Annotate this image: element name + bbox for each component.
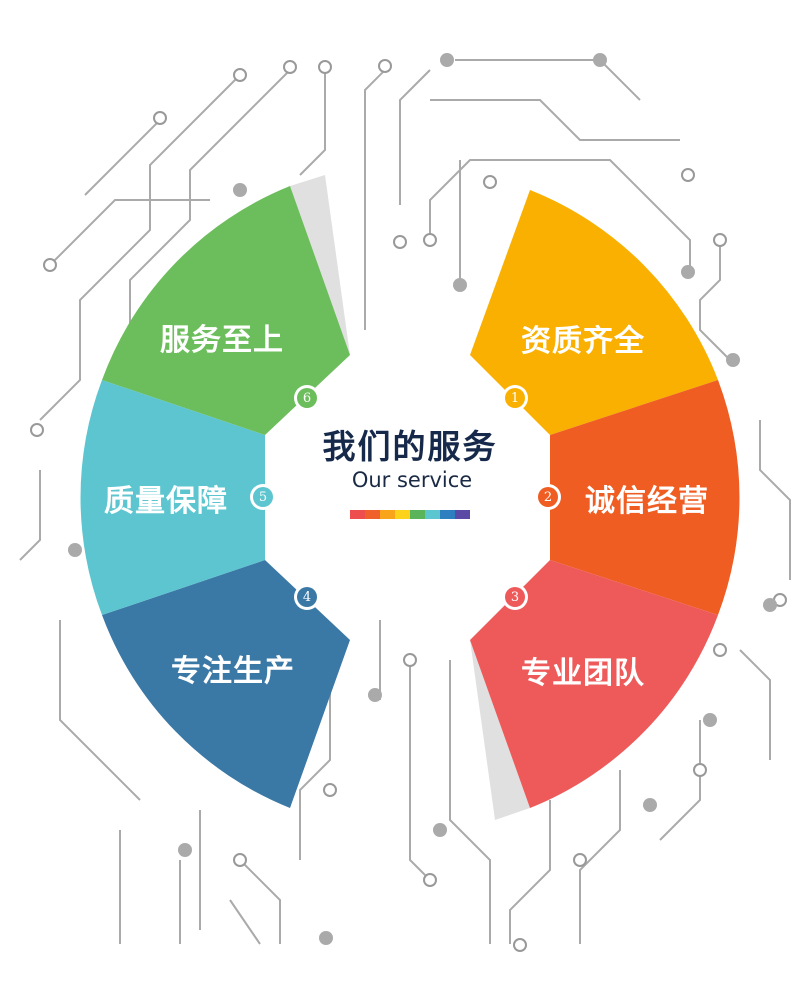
segment-5-shape[interactable] bbox=[80, 380, 265, 615]
segment-3-label: 专业团队 bbox=[521, 656, 645, 691]
rainbow-swatch bbox=[350, 510, 365, 519]
center-title: 我们的服务 bbox=[322, 427, 498, 466]
rainbow-swatch bbox=[365, 510, 380, 519]
segment-1-label: 资质齐全 bbox=[521, 324, 645, 359]
badge-4: 4 bbox=[294, 584, 320, 610]
rainbow-swatch bbox=[380, 510, 395, 519]
rainbow-bar bbox=[350, 510, 470, 519]
center-subtitle: Our service bbox=[351, 468, 473, 492]
badge-5: 5 bbox=[250, 484, 276, 510]
fold-shadow bbox=[470, 640, 530, 820]
badge-3: 3 bbox=[502, 584, 528, 610]
segment-2-label: 诚信经营 bbox=[585, 484, 709, 519]
segment-6-label: 服务至上 bbox=[160, 323, 284, 358]
rainbow-swatch bbox=[395, 510, 410, 519]
fold-shadow bbox=[290, 175, 350, 355]
segment-6-shape[interactable] bbox=[102, 186, 350, 435]
rainbow-swatch bbox=[410, 510, 425, 519]
segment-4-label: 专注生产 bbox=[171, 654, 295, 689]
segment-4-shape[interactable] bbox=[102, 560, 350, 808]
segment-1-shape[interactable] bbox=[470, 190, 718, 435]
rainbow-swatch bbox=[440, 510, 455, 519]
rainbow-swatch bbox=[455, 510, 470, 519]
badge-1: 1 bbox=[502, 385, 528, 411]
badge-6: 6 bbox=[294, 385, 320, 411]
segment-5-label: 质量保障 bbox=[104, 484, 228, 519]
segment-3-shape[interactable] bbox=[470, 560, 718, 808]
badge-2: 2 bbox=[535, 484, 561, 510]
segment-2-shape[interactable] bbox=[550, 380, 740, 615]
rainbow-swatch bbox=[425, 510, 440, 519]
